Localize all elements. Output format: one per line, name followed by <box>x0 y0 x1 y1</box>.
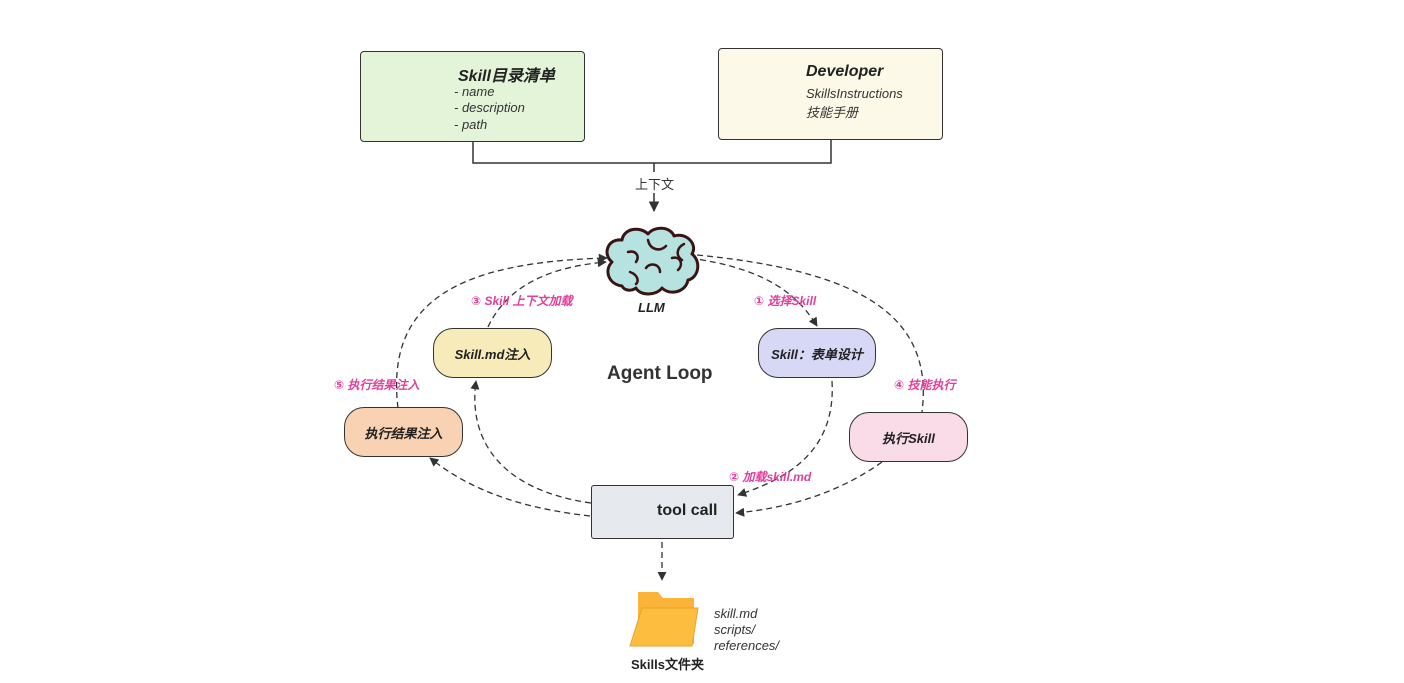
node-skill-form-design: Skill：表单设计 <box>758 328 876 378</box>
skills-folder-label: Skills文件夹 <box>631 657 704 672</box>
arrow-select-skill <box>689 257 818 327</box>
node-result-inject: 执行结果注入 <box>344 407 463 457</box>
context-connector <box>472 140 832 213</box>
skill-catalog-field-path: - path <box>454 117 488 132</box>
skill-catalog-field-description: - description <box>454 100 525 115</box>
tool-call-box: tool call <box>591 485 734 539</box>
llm-label: LLM <box>638 300 665 315</box>
arrow-load-skill-md <box>737 380 833 497</box>
skill-catalog-title: Skill目录清单 <box>458 68 555 85</box>
step-2-label: ② 加载skill.md <box>729 470 812 484</box>
step-4-label: ④ 技能执行 <box>894 378 956 392</box>
arrow-skill-context-load <box>487 258 607 328</box>
context-label: 上下文 <box>635 177 675 192</box>
developer-title: Developer <box>806 63 884 80</box>
brain-icon <box>605 226 700 296</box>
folder-file-references: references/ <box>714 638 780 653</box>
skill-catalog-card: Skill目录清单 - name - description - path <box>360 51 585 142</box>
tool-call-label: tool call <box>657 502 718 519</box>
step-5-label: ⑤ 执行结果注入 <box>334 378 420 392</box>
developer-manual: 技能手册 <box>806 105 859 120</box>
arrow-result-inject <box>396 253 608 409</box>
arrow-tool-to-result <box>429 457 591 517</box>
step-3-label: ③ Skill 上下文加载 <box>471 294 573 308</box>
skill-catalog-field-name: - name <box>454 84 495 99</box>
folder-icon <box>629 592 699 647</box>
developer-card: Developer SkillsInstructions 技能手册 <box>718 48 943 140</box>
step-1-label: ① 选择Skill <box>754 294 817 308</box>
arrow-skill-execute <box>696 254 924 413</box>
developer-instructions: SkillsInstructions <box>806 86 903 101</box>
node-skill-md-inject: Skill.md注入 <box>433 328 552 378</box>
folder-file-skill-md: skill.md <box>714 606 758 621</box>
node-execute-skill: 执行Skill <box>849 412 968 462</box>
arrow-tool-to-skillmd <box>470 380 592 504</box>
agent-loop-title: Agent Loop <box>607 363 713 384</box>
folder-file-scripts: scripts/ <box>714 622 756 637</box>
